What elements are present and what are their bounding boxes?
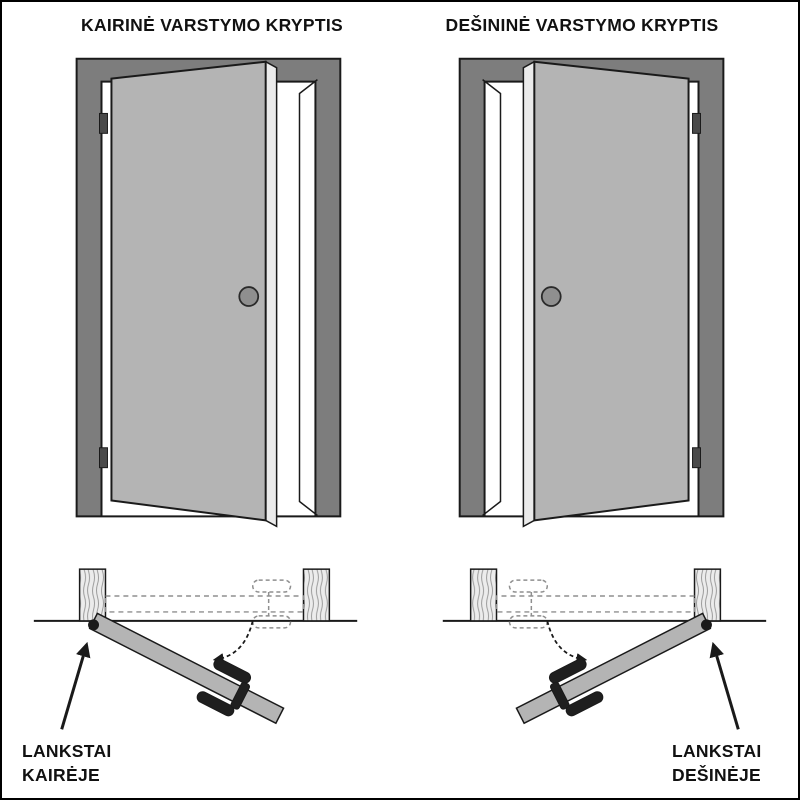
door-edge (264, 60, 278, 528)
frame-reveal-line (298, 79, 318, 517)
front-view-left-door (75, 57, 342, 528)
left-hinge-label-line1: LANKSTAI (22, 741, 112, 761)
wall-post-hinge-side (78, 568, 107, 622)
door-face (110, 60, 267, 522)
swing-arrow (212, 620, 254, 664)
top-view-left-door (33, 568, 358, 730)
right-hinge-label: LANKSTAI DEŠINĖJE (672, 740, 762, 787)
hinge-dot (88, 619, 100, 631)
left-hinge-label: LANKSTAI KAIRĖJE (22, 740, 112, 787)
wall-post-latch-side (302, 568, 331, 622)
right-hinge-label-line1: LANKSTAI (672, 741, 762, 761)
door-handles (196, 658, 252, 717)
door-closed-ghost (104, 595, 305, 613)
left-hinge-label-line2: KAIRĖJE (22, 764, 100, 785)
hinge-bottom (99, 447, 108, 469)
door-open-top (88, 612, 285, 725)
top-view-right-door (443, 569, 766, 729)
hinge-pointer-arrow (60, 641, 91, 730)
door-knob (238, 286, 260, 307)
hinge-top (99, 112, 108, 134)
right-hinge-label-line2: DEŠINĖJE (672, 764, 761, 785)
right-panel-title: DEŠININĖ VARSTYMO KRYPTIS (445, 15, 719, 35)
left-panel-title: KAIRINĖ VARSTYMO KRYPTIS (81, 15, 343, 35)
front-view-right-door (458, 57, 725, 528)
